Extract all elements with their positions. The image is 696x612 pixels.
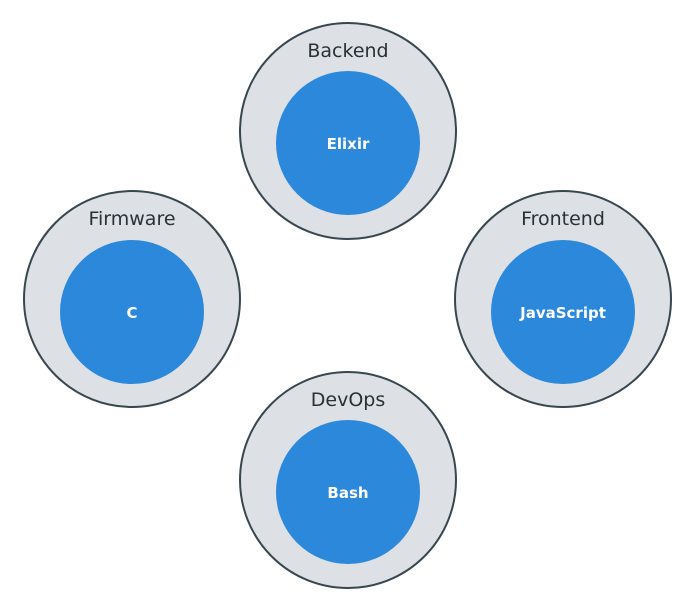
group-devops: DevOps Bash bbox=[239, 371, 457, 589]
tech-bash-circle bbox=[276, 420, 420, 564]
group-frontend-label: Frontend bbox=[521, 208, 605, 230]
group-firmware: Firmware C bbox=[23, 190, 241, 408]
group-backend-label: Backend bbox=[307, 40, 388, 62]
tech-c-circle bbox=[60, 240, 204, 384]
group-firmware-label: Firmware bbox=[88, 208, 175, 230]
tech-javascript-label: JavaScript bbox=[519, 304, 606, 322]
tech-c-label: C bbox=[126, 304, 137, 322]
tech-elixir-circle bbox=[276, 71, 420, 215]
tech-elixir-label: Elixir bbox=[327, 135, 370, 153]
group-devops-label: DevOps bbox=[311, 389, 385, 411]
group-frontend: Frontend JavaScript bbox=[454, 190, 672, 408]
tech-javascript-circle bbox=[491, 240, 635, 384]
tech-bash-label: Bash bbox=[327, 484, 368, 502]
group-backend: Backend Elixir bbox=[239, 22, 457, 240]
